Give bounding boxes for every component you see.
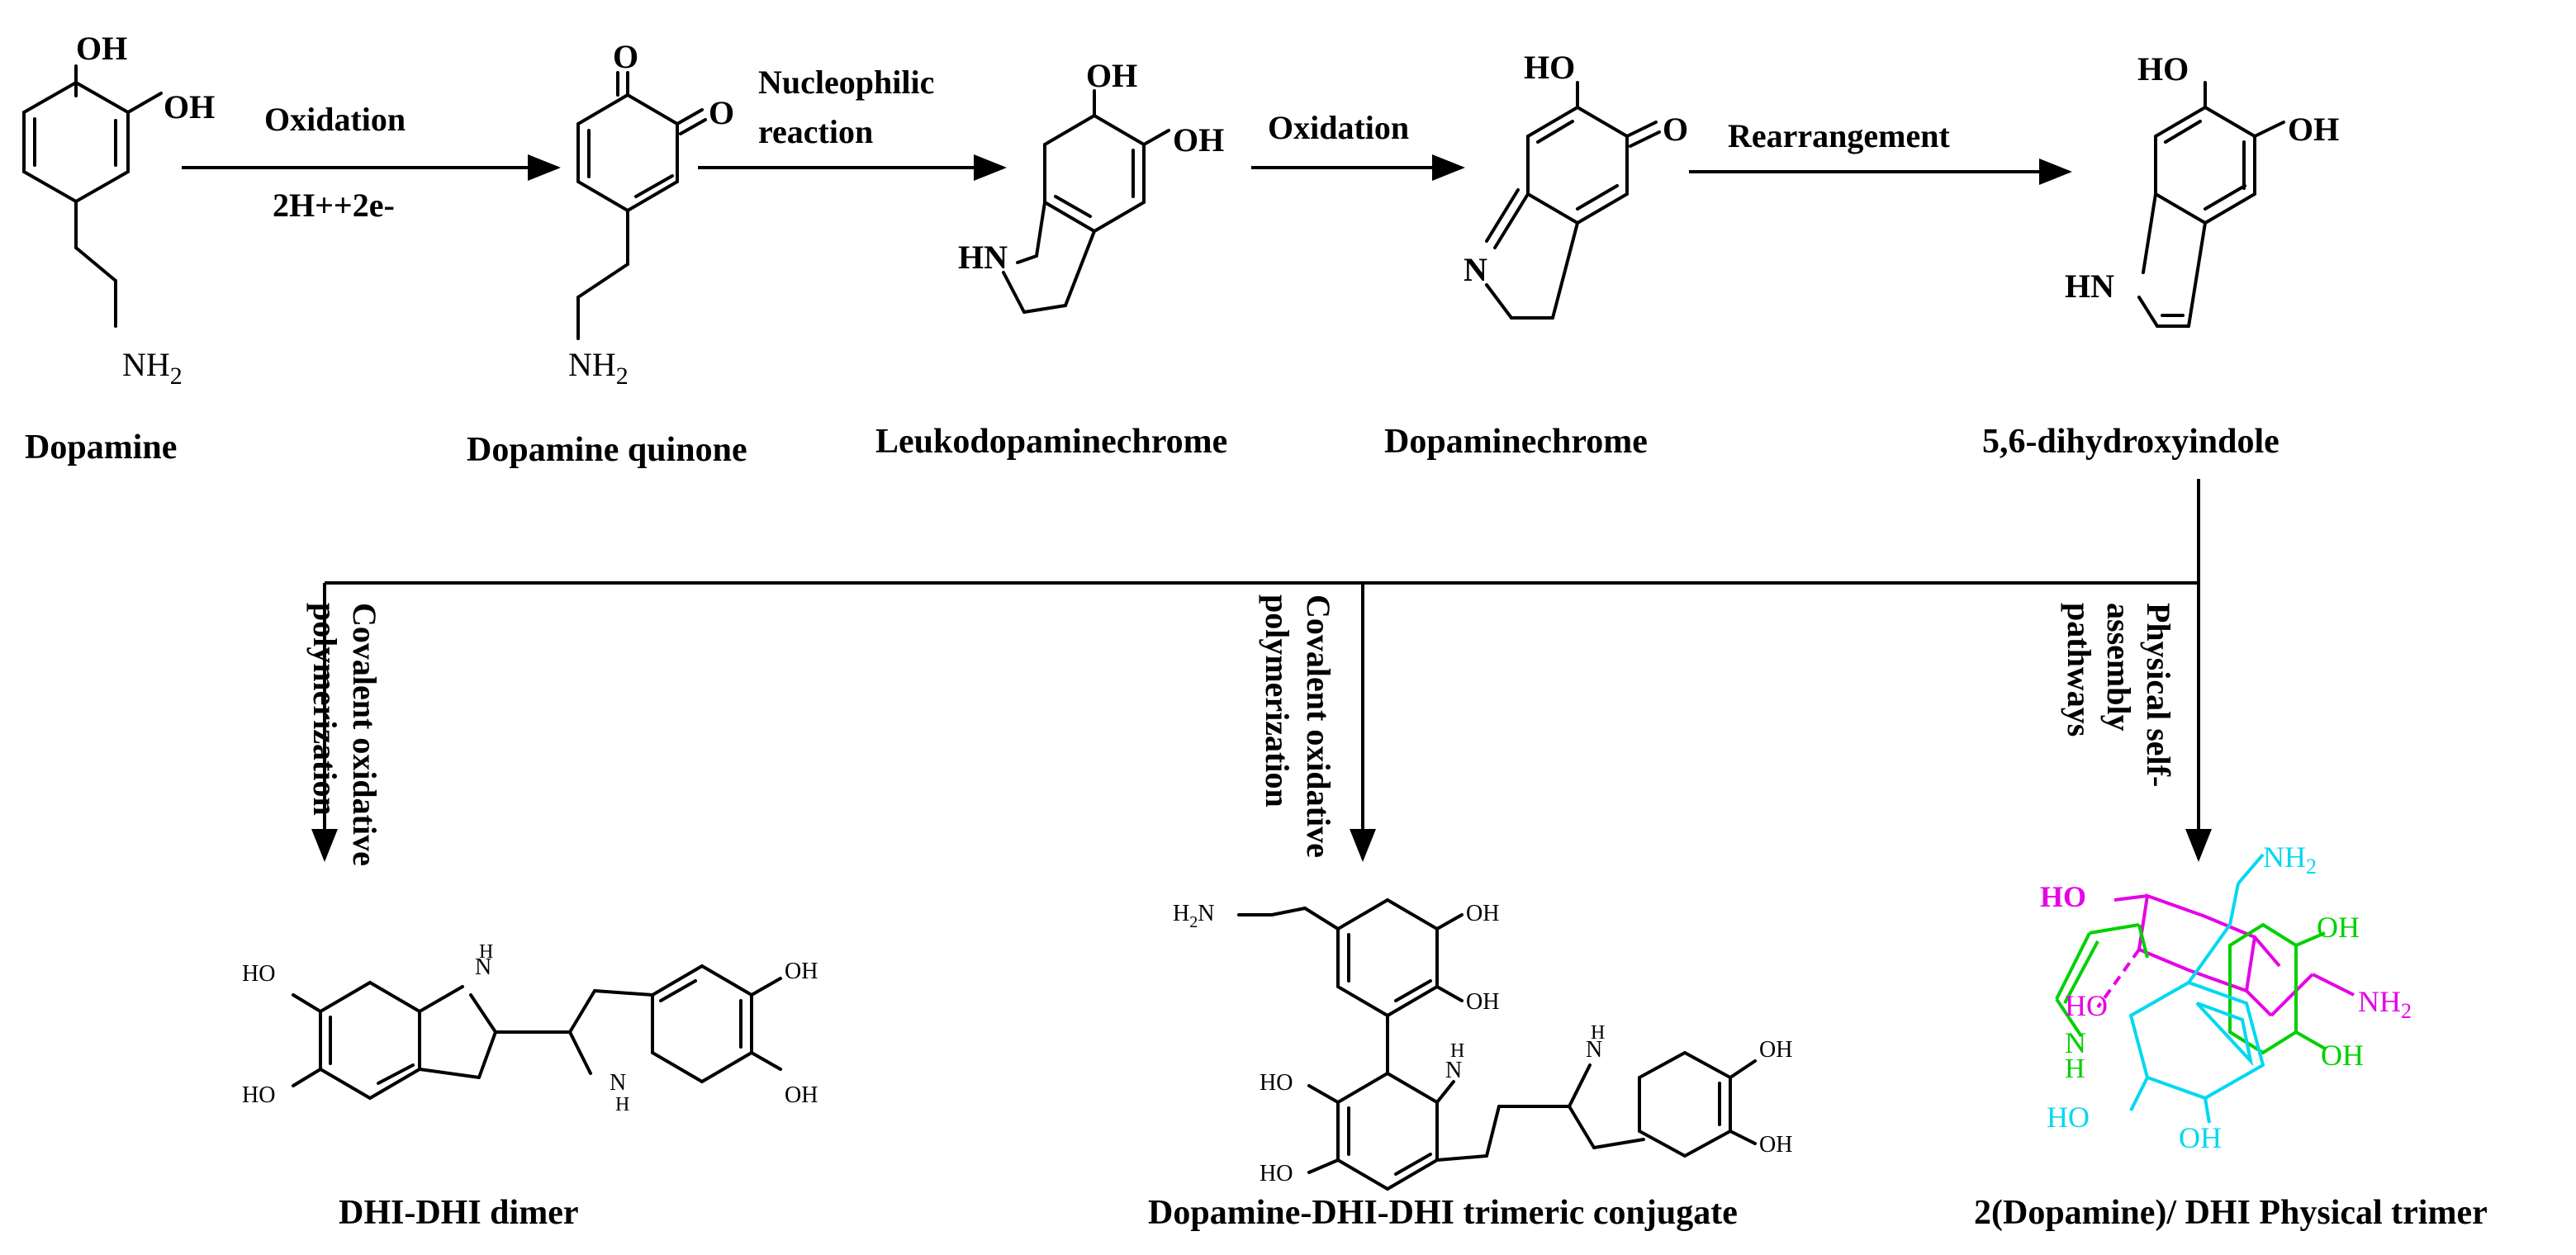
label-covalent-2-line1: Covalent oxidative — [1300, 594, 1337, 858]
atom-ho: HO — [1260, 1070, 1293, 1096]
atom-h: H — [1591, 1022, 1605, 1044]
label-covalent-1-line1: Covalent oxidative — [346, 603, 383, 866]
atom-oh: OH — [1759, 1037, 1792, 1063]
atom-o: O — [613, 38, 638, 75]
label-physical-line1: Physical self- — [2140, 603, 2177, 787]
atom-nh2: NH2 — [122, 346, 183, 390]
structure-dopamine: OH OH NH2 — [22, 30, 215, 390]
structure-dhi-dimer: HO HO N H N H OH OH — [242, 941, 818, 1115]
atom-oh: OH — [1466, 901, 1499, 926]
atom-o: O — [709, 94, 734, 131]
atom-oh: OH — [1759, 1132, 1792, 1158]
atom-nh2: NH2 — [2263, 841, 2317, 878]
structure-trimeric-conjugate: H2N OH OH HO HO N H N H OH OH — [1173, 897, 1792, 1191]
branch-connector — [311, 479, 2212, 862]
label-nucleophilic-1: Nucleophilic — [758, 64, 934, 101]
atom-oh: OH — [2317, 911, 2360, 944]
label-rearrangement: Rearrangement — [1728, 117, 1950, 154]
atom-oh: OH — [2288, 111, 2339, 148]
atom-oh: OH — [1086, 57, 1137, 94]
atom-oh: OH — [785, 1082, 818, 1108]
structure-physical-trimer: HO NH2 OH NH2 HO OH N H HO OH — [2040, 841, 2412, 1154]
atom-oh: OH — [164, 88, 215, 126]
label-physical-line2: assembly — [2100, 603, 2137, 732]
name-dopamine: Dopamine — [25, 429, 177, 466]
atom-h: H — [615, 1094, 629, 1115]
atom-h: H — [1450, 1040, 1464, 1062]
atom-h: H — [479, 941, 493, 963]
atom-ho: HO — [1524, 49, 1575, 86]
atom-h2n: H2N — [1173, 901, 1214, 931]
atom-oh: OH — [785, 959, 818, 984]
name-dhi-dimer: DHI-DHI dimer — [339, 1194, 578, 1232]
label-covalent-1-line2: polymerization — [306, 603, 344, 816]
atom-ho: HO — [242, 961, 275, 987]
atom-n: N — [1586, 1037, 1602, 1063]
name-trimeric-conjugate: Dopamine-DHI-DHI trimeric conjugate — [1148, 1194, 1738, 1232]
name-physical-trimer: 2(Dopamine)/ DHI Physical trimer — [1974, 1194, 2488, 1232]
name-dopaminechrome: Dopaminechrome — [1384, 423, 1648, 461]
label-oxidation-1-electrons: 2H++2e- — [273, 187, 395, 224]
atom-hn: HN — [2065, 268, 2114, 305]
atom-n: N — [1464, 251, 1487, 288]
atom-ho: HO — [2065, 989, 2108, 1022]
atom-ho: HO — [2137, 50, 2189, 88]
atom-hn: HN — [958, 239, 1008, 276]
structure-leukodopaminechrome: OH OH HN — [958, 57, 1224, 314]
label-oxidation-1: Oxidation — [264, 101, 406, 138]
atom-o: O — [1663, 111, 1688, 148]
atom-n: N — [2065, 1026, 2086, 1059]
atom-ho: HO — [2047, 1101, 2090, 1134]
name-dhi: 5,6-dihydroxyindole — [1982, 423, 2279, 461]
name-dopamine-quinone: Dopamine quinone — [467, 431, 747, 469]
atom-nh2: NH2 — [568, 346, 629, 390]
name-leukodopaminechrome: Leukodopaminechrome — [875, 423, 1227, 461]
structure-dopamine-quinone: O O NH2 — [568, 38, 734, 390]
structure-dopaminechrome: HO O N — [1464, 49, 1688, 320]
structure-dhi: HO OH HN — [2065, 50, 2339, 328]
atom-oh: OH — [76, 30, 127, 67]
atom-h: H — [2065, 1054, 2085, 1084]
atom-oh: OH — [2321, 1039, 2364, 1072]
atom-ho: HO — [2040, 880, 2086, 913]
atom-oh: OH — [2179, 1121, 2222, 1154]
atom-n: N — [610, 1070, 626, 1096]
atom-n: N — [475, 954, 491, 980]
atom-ho: HO — [242, 1082, 275, 1108]
atom-oh: OH — [1466, 989, 1499, 1015]
label-covalent-2-line2: polymerization — [1259, 594, 1296, 807]
atom-oh: OH — [1173, 121, 1224, 159]
atom-ho: HO — [1260, 1161, 1293, 1186]
label-nucleophilic-2: reaction — [758, 113, 873, 150]
label-physical-line3: pathways — [2061, 603, 2098, 736]
label-oxidation-2: Oxidation — [1268, 109, 1409, 146]
atom-nh2: NH2 — [2358, 985, 2412, 1023]
atom-n: N — [1445, 1058, 1462, 1083]
